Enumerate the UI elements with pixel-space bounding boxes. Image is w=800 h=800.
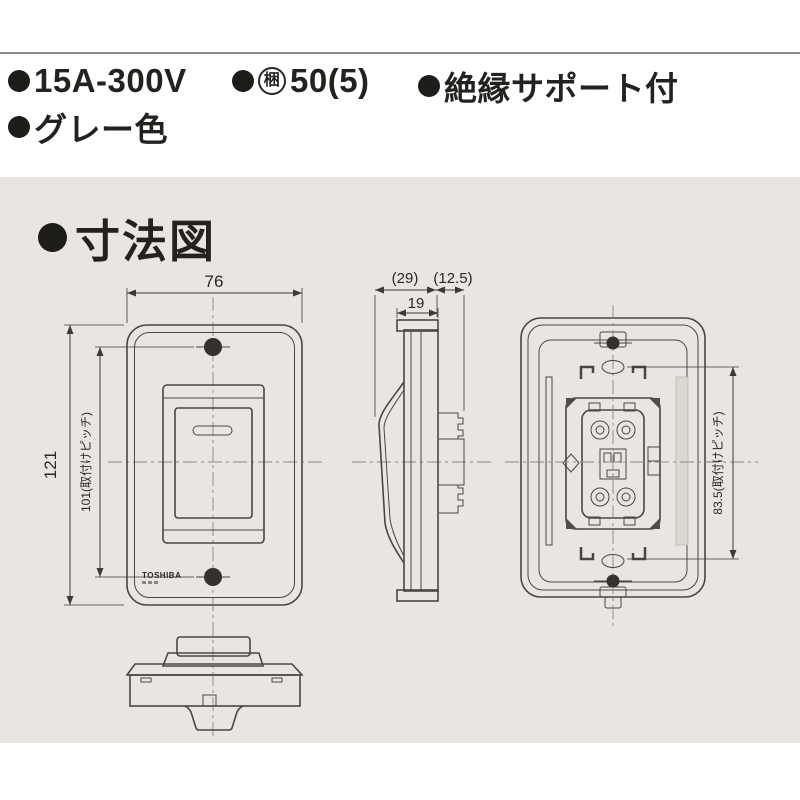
front-plate-inner <box>134 332 295 598</box>
mechanism-ear <box>588 402 601 412</box>
rocker-switch <box>174 407 253 519</box>
bullet-icon <box>8 70 30 92</box>
front-view: TOSHIBA 76 121 101(取付けピッチ) <box>41 272 325 739</box>
brand-submark <box>148 581 152 584</box>
frame-corner-mark <box>649 398 660 409</box>
terminal-hole <box>590 420 610 440</box>
spec-text-rating: 15A-300V <box>34 62 187 99</box>
dim-label-front-width: 76 <box>205 272 224 291</box>
release-slot <box>603 452 612 463</box>
spec-item-color: グレー色 <box>8 103 168 151</box>
rear-view: 83.5(取付けピッチ) <box>505 305 758 629</box>
frame-corner-mark <box>566 518 577 529</box>
circled-packing-icon: 梱 <box>258 67 286 95</box>
mechanism-ear <box>623 516 636 526</box>
clip-notch <box>271 677 283 683</box>
dim-label-front-height: 121 <box>41 451 60 479</box>
bullet-icon <box>38 223 67 252</box>
bullet-icon <box>418 75 440 97</box>
dim-label-front-pitch: 101(取付けピッチ) <box>79 412 93 512</box>
dimension-diagram: TOSHIBA 76 121 101(取付けピッチ) <box>41 270 758 739</box>
rocker-frame <box>162 384 265 544</box>
top-divider <box>0 52 800 54</box>
spec-item-support: 絶縁サポート付 <box>418 62 679 110</box>
slot-bracket <box>579 547 595 561</box>
terminal-hole-inner <box>595 425 605 435</box>
side-flange-top <box>396 319 439 332</box>
dim-label-depth-front: (29) <box>392 270 419 287</box>
clip-notch <box>140 677 152 683</box>
slot-bracket <box>631 365 647 379</box>
mechanism-ear <box>588 516 601 526</box>
terminal-hole <box>590 487 610 507</box>
rocker-profile-inner <box>383 389 405 557</box>
rear-screw-bottom <box>606 574 620 588</box>
mounting-slot-top <box>601 360 625 374</box>
rear-screw-top <box>606 336 620 350</box>
dim-label-thickness: 19 <box>408 295 425 312</box>
brand-submark <box>142 581 146 584</box>
dim-label-rear-pitch: 83.5(取付けピッチ) <box>711 411 725 514</box>
dimension-panel: 寸法図 TOSHIBA <box>0 177 800 743</box>
bottom-bezel <box>161 652 265 667</box>
front-plate-outline <box>126 324 303 606</box>
terminal-hole <box>616 420 636 440</box>
bottom-body <box>129 674 301 707</box>
terminal-hole-inner <box>621 425 631 435</box>
release-slot <box>613 452 622 463</box>
terminal-hole-inner <box>595 492 605 502</box>
bottom-view <box>125 636 304 731</box>
spec-text-packing: 50(5) <box>290 62 370 99</box>
bottom-plate-edge <box>125 663 304 676</box>
bullet-icon <box>232 70 254 92</box>
frame-corner-mark <box>566 398 577 409</box>
side-view: (29) (12.5) 19 <box>352 270 492 602</box>
spec-item-packing: 梱 50(5) <box>232 62 370 100</box>
rocker-slot <box>192 425 233 436</box>
bottom-rocker <box>176 636 251 657</box>
terminal-hole-inner <box>621 492 631 502</box>
section-heading: 寸法図 <box>38 205 216 270</box>
mounting-clamp <box>184 705 244 731</box>
slot-bracket <box>579 365 595 379</box>
right-rib <box>675 376 689 546</box>
diamond-mark <box>562 453 580 473</box>
frame-corner-mark <box>649 518 660 529</box>
mounting-screw-bottom <box>204 568 222 586</box>
brand-submark <box>154 581 158 584</box>
spec-text-support: 絶縁サポート付 <box>444 70 679 107</box>
slot-bracket <box>631 547 647 561</box>
spec-text-color: グレー色 <box>34 111 168 148</box>
bullet-icon <box>8 116 30 138</box>
spec-item-rating: 15A-300V <box>8 62 187 100</box>
rocker-profile-outer <box>378 381 405 564</box>
release-slot <box>606 469 620 478</box>
mechanism-profile <box>438 412 465 514</box>
left-rib <box>545 376 553 546</box>
side-flange-bottom <box>396 589 439 602</box>
mechanism-ear <box>623 402 636 412</box>
dim-label-depth-rear: (12.5) <box>433 270 472 287</box>
brand-logo: TOSHIBA <box>142 571 181 580</box>
terminal-hole <box>616 487 636 507</box>
section-title: 寸法図 <box>75 216 217 267</box>
mounting-slot-bottom <box>601 554 625 568</box>
center-lug <box>202 694 217 707</box>
mounting-screw-top <box>204 338 222 356</box>
